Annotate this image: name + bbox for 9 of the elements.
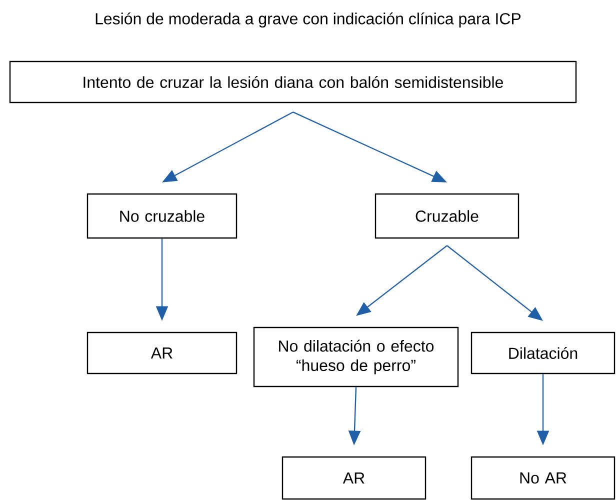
process-box: AR [86, 332, 238, 374]
process-box: No AR [470, 456, 616, 500]
process-box: No cruzable [86, 193, 238, 239]
process-box: Cruzable [374, 193, 520, 239]
process-box: Intento de cruzar la lesión diana con balón semidistensible [9, 60, 577, 104]
process-box: AR [282, 456, 426, 500]
process-box: Dilatación [470, 332, 616, 374]
title: Lesión de moderada a grave con indicación clínica para ICP [96, 12, 521, 28]
process-box: No dilatación o efecto “hueso de perro” [253, 326, 459, 388]
